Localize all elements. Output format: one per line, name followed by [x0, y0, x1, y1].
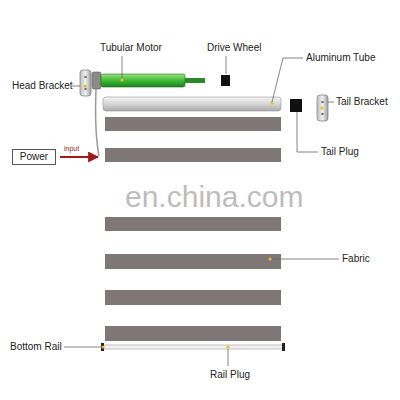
rail-plug-right [282, 343, 285, 351]
part-label: Head Bracket [12, 80, 73, 92]
tubular-motor [101, 74, 185, 87]
part-label: Rail Plug [210, 369, 250, 381]
part-label: Tubular Motor [100, 42, 162, 54]
watermark: en.china.com [125, 180, 303, 214]
input-arrow [60, 156, 98, 158]
power-box: Power [12, 149, 56, 165]
tail-bracket [317, 95, 328, 121]
part-label: Tail Plug [321, 146, 359, 158]
signal-label: input [64, 144, 79, 153]
motor-head [92, 72, 101, 89]
drive-wheel [221, 75, 230, 86]
motor-shaft [185, 78, 205, 83]
part-label: Tail Bracket [336, 96, 388, 108]
part-label: Aluminum Tube [306, 52, 375, 64]
part-label: Bottom Rail [10, 341, 62, 353]
bottom-rail [103, 345, 283, 349]
rail-plug-left [101, 343, 104, 351]
tail-plug [290, 99, 302, 112]
leader-lines [64, 56, 339, 366]
fabric-bands [105, 117, 281, 341]
power-cable [96, 89, 99, 156]
leader-dots [83, 78, 323, 348]
head-bracket [80, 70, 91, 96]
part-label: Fabric [342, 253, 370, 265]
part-label: Drive Wheel [207, 42, 261, 54]
node-text: Power [13, 151, 55, 163]
aluminum-tube [103, 97, 281, 111]
